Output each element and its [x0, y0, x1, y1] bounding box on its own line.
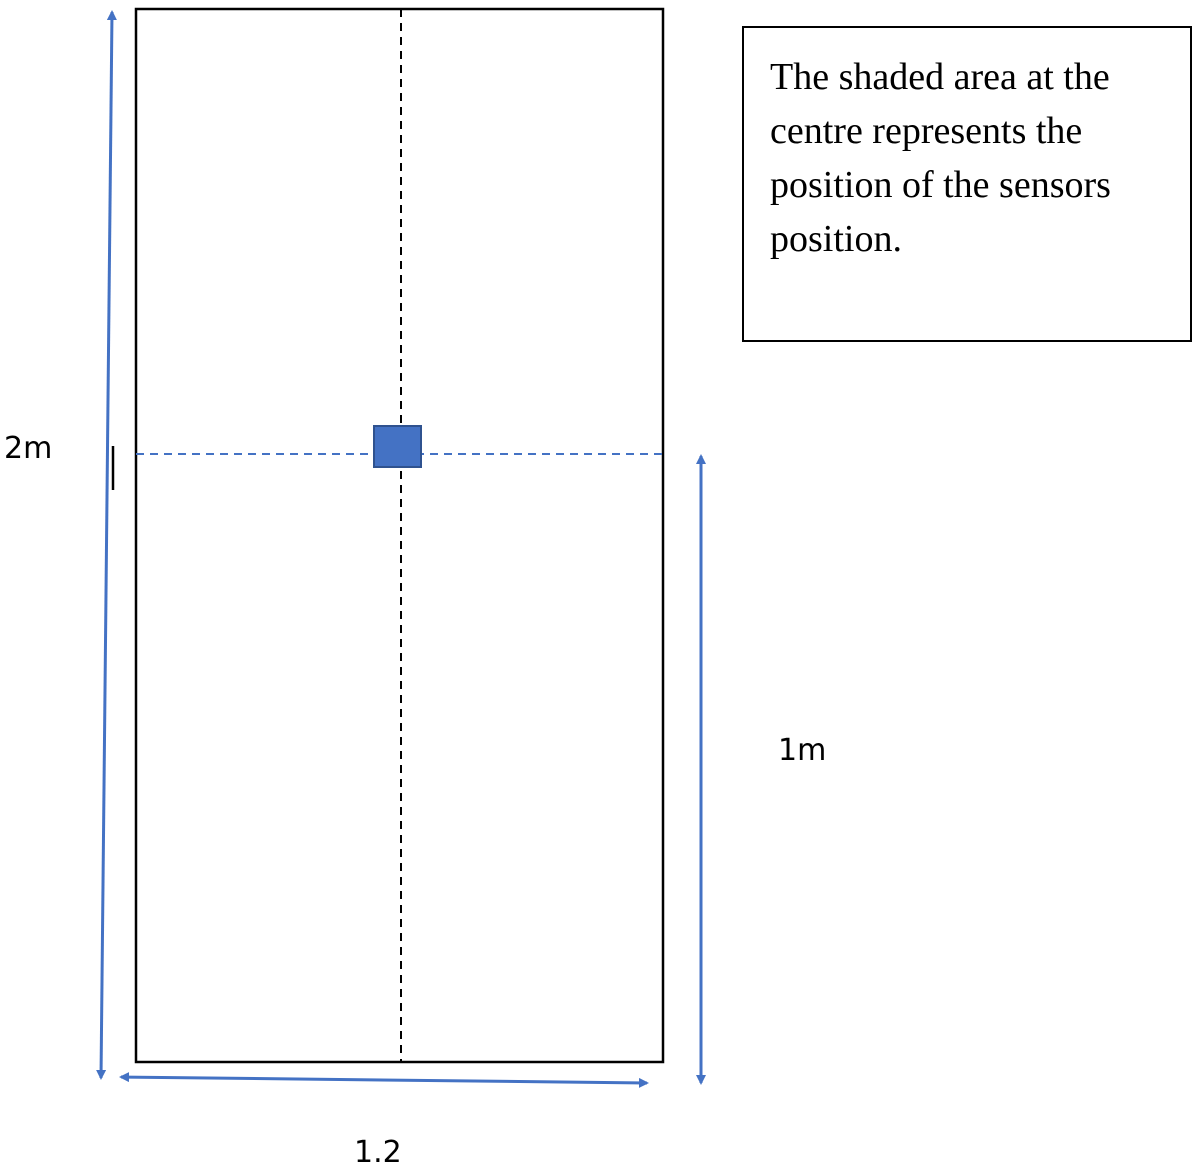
width-label: 1.2 [354, 1135, 402, 1170]
half-height-label: 1m [778, 733, 827, 768]
floor-outline [134, 7, 665, 1064]
height-arrow [96, 10, 117, 1080]
height-label: 2m [4, 431, 53, 466]
width-arrow [119, 1072, 649, 1088]
note-text: The shaded area at the centre represents… [770, 56, 1111, 260]
note-box: The shaded area at the centre represents… [742, 26, 1192, 342]
sensor-marker [373, 425, 422, 468]
